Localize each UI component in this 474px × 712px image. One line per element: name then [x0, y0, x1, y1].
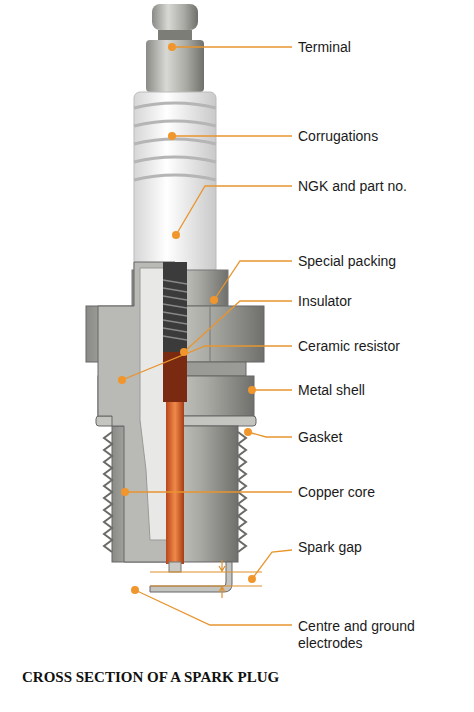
terminal-body [146, 40, 204, 92]
gap-markers [150, 560, 262, 598]
spring [163, 280, 187, 340]
corrugations [134, 103, 216, 180]
part-label: Copper core [298, 484, 375, 501]
part-label: Terminal [298, 39, 351, 56]
terminal-neck [158, 30, 192, 40]
part-label: Insulator [298, 293, 352, 310]
part-label: Metal shell [298, 382, 365, 399]
part-label: Ceramic resistor [298, 338, 400, 355]
terminal-stud [163, 262, 187, 352]
ceramic-resistor [163, 352, 187, 402]
part-label: Corrugations [298, 128, 378, 145]
leader-dots [118, 43, 256, 594]
part-label: Centre and ground electrodes [298, 618, 466, 652]
part-label: Spark gap [298, 539, 362, 556]
centre-electrode [169, 562, 181, 572]
part-label: Gasket [298, 429, 342, 446]
diagram-title: CROSS SECTION OF A SPARK PLUG [22, 668, 279, 686]
part-label: NGK and part no. [298, 178, 407, 195]
terminal-nut [152, 4, 198, 30]
leader-lines [122, 47, 292, 625]
copper-core [166, 402, 184, 564]
part-label: Special packing [298, 253, 396, 270]
